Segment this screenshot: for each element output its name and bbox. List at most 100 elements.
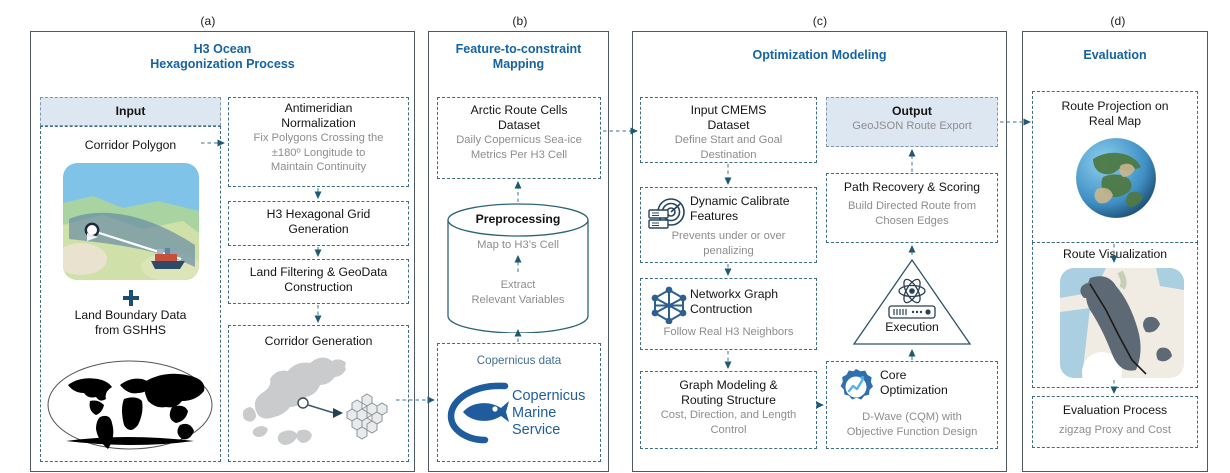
- evaluation-process-title: Evaluation Process: [1062, 403, 1168, 417]
- input-body-box[interactable]: [40, 126, 221, 462]
- evaluation-process-sub: zigzag Proxy and Cost: [1059, 424, 1171, 436]
- copernicus-marine-service-logo-icon: [443, 376, 515, 448]
- step-land-filtering-text: Land Filtering & GeoData Construction: [226, 265, 411, 295]
- graph-modeling-title-line1: Graph Modeling &: [679, 378, 778, 392]
- arctic-dataset-text: Arctic Route Cells Dataset Daily Coperni…: [433, 103, 605, 162]
- execution-triangle[interactable]: [850, 256, 974, 348]
- panel-b-title-line1: Feature-to-constraint: [455, 42, 582, 56]
- input-cmems-sub-line1: Define Start and Goal: [674, 134, 783, 146]
- panel-a-title-line1: H3 Ocean: [193, 42, 252, 56]
- step-corridor-generation-box[interactable]: [228, 325, 409, 462]
- step-h3-grid-title-line1: H3 Hexagonal Grid: [266, 207, 371, 221]
- arctic-dataset-sub-line2: Metrics Per H3 Cell: [470, 148, 568, 161]
- networkx-graph-box[interactable]: [640, 278, 817, 350]
- core-optimization-title-line1: Core: [880, 368, 907, 382]
- route-visualization-title: Route Visualization: [1062, 247, 1168, 261]
- radar-server-icon: [646, 196, 688, 236]
- corridor-hexagon-illustration: [236, 355, 402, 459]
- gear-chart-icon: [836, 367, 876, 407]
- arctic-dataset-title-line2: Dataset: [497, 118, 540, 132]
- panel-caption-a: (a): [200, 14, 216, 28]
- input-header-box[interactable]: [40, 97, 221, 126]
- input-cmems-box[interactable]: [640, 97, 817, 163]
- panel-b-title-line2: Mapping: [492, 57, 545, 71]
- panel-caption-b: (b): [512, 14, 528, 28]
- quantum-atom-icon: [897, 277, 927, 305]
- output-sub: GeoJSON Route Export: [852, 120, 972, 132]
- graph-modeling-title-line2: Routing Structure: [681, 393, 776, 407]
- copernicus-logo-text: Copernicus Marine Service: [512, 388, 602, 439]
- step-antimeridian-sub-line1: Fix Polygons Crossing the: [253, 132, 384, 144]
- dynamic-calibrate-title-line2: Features: [690, 209, 739, 223]
- copernicus-source-label: Copernicus data: [476, 354, 562, 367]
- input-header-label: Input: [115, 104, 146, 118]
- core-optimization-sub-line2: Objective Function Design: [846, 425, 978, 438]
- graph-modeling-box[interactable]: [640, 371, 817, 449]
- route-map-image: [1060, 268, 1184, 378]
- route-projection-title-line1: Route Projection on: [1061, 99, 1169, 113]
- panel-b-title: Feature-to-constraint Mapping: [429, 42, 608, 72]
- panel-a-title: H3 Ocean Hexagonization Process: [31, 42, 414, 72]
- dynamic-calibrate-box[interactable]: [640, 187, 817, 263]
- arctic-dataset-sub-line1: Daily Copernicus Sea-ice: [456, 134, 582, 146]
- step-antimeridian-title-line2: Normalization: [281, 116, 356, 130]
- dynamic-calibrate-sub: Prevents under or over penalizing: [640, 229, 817, 258]
- step-land-filtering-title-line1: Land Filtering & GeoData: [249, 265, 388, 279]
- path-recovery-sub-line1: Build Directed Route from: [847, 200, 977, 212]
- step-h3-grid-title-line2: Generation: [288, 222, 349, 236]
- step-antimeridian-text: Antimeridian Normalization Fix Polygons …: [228, 101, 409, 175]
- evaluation-process-text: Evaluation Process zigzag Proxy and Cost: [1032, 403, 1198, 438]
- preprocessing-title: Preprocessing: [475, 212, 561, 226]
- step-antimeridian-sub-line3: Maintain Continuity: [270, 161, 367, 173]
- plus-icon: [122, 289, 140, 307]
- path-recovery-box[interactable]: [826, 173, 998, 243]
- preprocessing-line3: Relevant Variables: [471, 294, 565, 306]
- step-corridor-generation-text: Corridor Generation: [228, 334, 409, 349]
- output-box[interactable]: [826, 97, 998, 147]
- land-boundary-line2: from GSHHS: [94, 323, 167, 337]
- copernicus-source-box[interactable]: [437, 343, 601, 462]
- execution-label: Execution: [885, 320, 939, 334]
- input-cmems-title-line2: Dataset: [707, 118, 750, 132]
- corridor-polygon-label: Corridor Polygon: [84, 138, 177, 152]
- arctic-dataset-title-line1: Arctic Route Cells: [470, 103, 568, 117]
- core-optimization-box[interactable]: [826, 361, 998, 449]
- dynamic-calibrate-text: Dynamic Calibrate Features: [690, 194, 812, 224]
- step-land-filtering-box[interactable]: [228, 259, 409, 304]
- step-antimeridian-box[interactable]: [228, 97, 409, 187]
- corridor-polygon-image: [63, 163, 199, 280]
- output-text: Output GeoJSON Route Export: [826, 104, 998, 134]
- land-boundary-line1: Land Boundary Data: [74, 308, 187, 322]
- panel-caption-d: (d): [1110, 14, 1126, 28]
- step-h3-grid-box[interactable]: [228, 201, 409, 246]
- core-optimization-title-line2: Optimization: [880, 383, 948, 397]
- step-h3-grid-text: H3 Hexagonal Grid Generation: [228, 207, 409, 237]
- preprocessing-cylinder[interactable]: [442, 203, 594, 334]
- dynamic-calibrate-sub-line1: Prevents under or over: [671, 230, 786, 242]
- graph-network-icon: [650, 286, 688, 325]
- networkx-graph-text: Networkx Graph Contruction: [690, 287, 814, 317]
- step-antimeridian-sub-line2: ±180º Longitude to: [271, 146, 366, 159]
- path-recovery-text: Path Recovery & Scoring Build Directed R…: [822, 180, 1002, 228]
- input-cmems-sub-line2: Destination: [700, 148, 757, 161]
- core-optimization-sub: D-Wave (CQM) with Objective Function Des…: [822, 410, 1002, 439]
- copernicus-logo-line1: Copernicus: [512, 388, 586, 404]
- graph-modeling-sub-line1: Cost, Direction, and Length: [660, 409, 797, 421]
- input-cmems-text: Input CMEMS Dataset Define Start and Goa…: [640, 103, 817, 162]
- route-projection-text: Route Projection on Real Map: [1032, 99, 1198, 129]
- networkx-graph-title-line1: Networkx Graph: [690, 287, 779, 301]
- dynamic-calibrate-title-line1: Dynamic Calibrate: [690, 194, 790, 208]
- route-projection-title-line2: Real Map: [1088, 114, 1142, 128]
- copernicus-logo-line2: Marine Service: [512, 405, 561, 438]
- panel-a-title-line2: Hexagonization Process: [150, 57, 295, 71]
- step-land-filtering-title-line2: Construction: [284, 280, 353, 294]
- evaluation-process-box[interactable]: [1032, 396, 1198, 448]
- land-boundary-label: Land Boundary Data from GSHHS: [40, 308, 221, 338]
- arctic-dataset-box[interactable]: [437, 97, 601, 179]
- networkx-graph-sub-line1: Follow Real H3 Neighbors: [663, 326, 794, 338]
- panel-c-title: Optimization Modeling: [752, 48, 887, 62]
- globe-image: [1075, 137, 1157, 219]
- graph-modeling-text: Graph Modeling & Routing Structure Cost,…: [636, 378, 821, 437]
- core-optimization-sub-line1: D-Wave (CQM) with: [862, 411, 962, 423]
